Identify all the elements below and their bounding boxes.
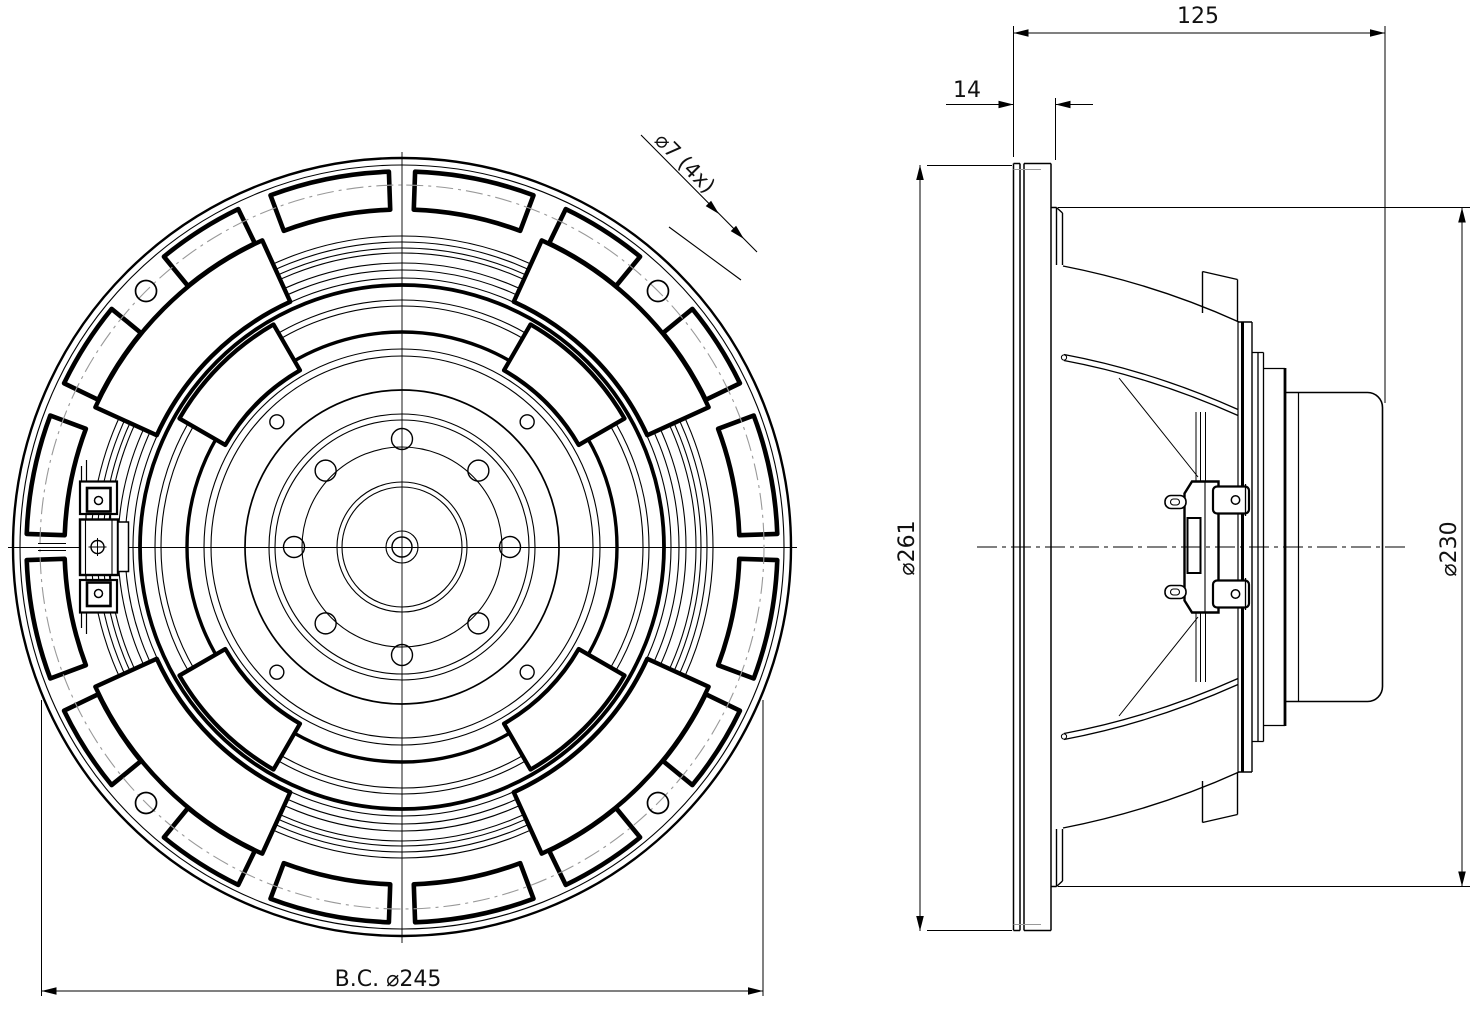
dim-bc245-lines bbox=[41, 700, 764, 996]
dimension-labels: 125 14 ⌀7 (4x) ⌀261 ⌀230 B.C. ⌀245 bbox=[335, 4, 1462, 992]
front-terminal-top-hole bbox=[93, 495, 104, 506]
side-cone-lines bbox=[1118, 377, 1199, 717]
side-view bbox=[977, 162, 1409, 932]
dim-230-label: ⌀230 bbox=[1437, 521, 1462, 576]
front-terminal-assembly bbox=[78, 460, 130, 634]
side-strut-tabs bbox=[1201, 270, 1239, 824]
front-view bbox=[8, 152, 797, 943]
dim-hole-leader bbox=[640, 134, 758, 281]
side-basket-profile bbox=[1062, 265, 1240, 829]
front-basket-windows bbox=[93, 238, 711, 856]
front-ring-notch bbox=[38, 542, 66, 552]
dim-261-lines bbox=[919, 165, 1012, 931]
side-surround-clamp-top bbox=[1060, 354, 1068, 361]
side-terminal-assembly bbox=[1164, 480, 1251, 614]
side-coil-former bbox=[1195, 412, 1206, 682]
front-holes bbox=[134, 279, 670, 815]
dimension-lines bbox=[41, 26, 1470, 996]
side-basket-rim bbox=[1051, 206, 1064, 888]
side-surround bbox=[1063, 353, 1239, 741]
dim-14-label: 14 bbox=[953, 78, 981, 103]
dim-14-lines bbox=[946, 98, 1093, 160]
dim-230-lines bbox=[1058, 207, 1470, 887]
dim-261-label: ⌀261 bbox=[895, 520, 920, 575]
side-surround-clamp-bottom bbox=[1060, 733, 1068, 740]
front-bolt-circle-centerline bbox=[39, 184, 765, 910]
dimension-arrowheads bbox=[41, 29, 1466, 995]
dim-bc245-label: B.C. ⌀245 bbox=[335, 967, 442, 992]
dim-125-label: 125 bbox=[1177, 4, 1219, 29]
front-terminal-bottom-hole bbox=[93, 588, 104, 599]
dim-125-lines bbox=[1013, 26, 1386, 403]
dim-hole-label: ⌀7 (4x) bbox=[650, 128, 720, 198]
front-vent-slots bbox=[24, 169, 780, 925]
